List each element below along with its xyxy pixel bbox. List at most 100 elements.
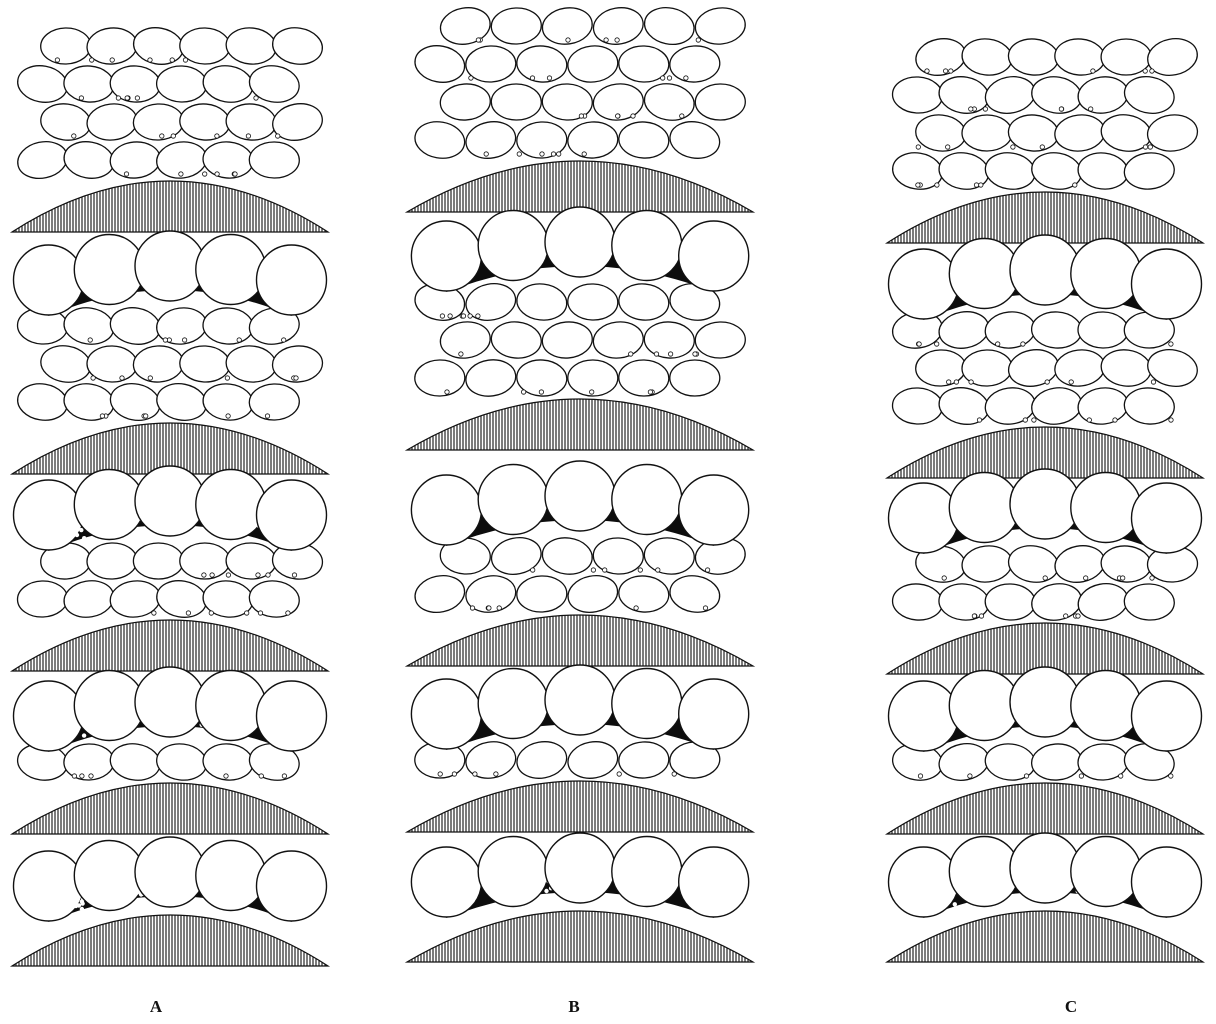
oval-particle <box>39 101 93 143</box>
oval-particle <box>107 304 162 348</box>
substrate <box>12 181 328 232</box>
pore-bubble <box>983 107 987 111</box>
substrate <box>407 781 753 832</box>
oval-particle <box>936 308 992 352</box>
pore-bubble <box>254 96 258 100</box>
round-particle <box>74 235 144 305</box>
pore-bubble <box>947 380 951 384</box>
oval-particle <box>670 360 720 396</box>
pore-bubble <box>80 774 84 778</box>
pore-bubble <box>163 338 167 342</box>
pore-bubble <box>215 134 219 138</box>
column-label-c: C <box>1051 998 1091 1015</box>
substrate <box>12 620 328 671</box>
pore-bubble <box>968 774 972 778</box>
pore-bubble <box>144 414 148 418</box>
oval-particle <box>109 140 162 180</box>
round-particle <box>1132 681 1202 751</box>
oval-particle <box>618 741 670 780</box>
oval-particle <box>156 65 207 103</box>
pore-bubble <box>124 172 128 176</box>
round-particle <box>545 665 615 735</box>
oval-particle <box>107 379 163 424</box>
pore-bubble <box>617 772 621 776</box>
oval-particle <box>567 283 618 321</box>
pore-bubble <box>1045 380 1049 384</box>
oval-particle <box>565 571 621 616</box>
panel-a-1 <box>12 24 328 232</box>
void-dot <box>82 733 86 737</box>
oval-particle <box>249 383 300 421</box>
round-particle <box>135 466 205 536</box>
oval-particle <box>490 320 543 361</box>
round-particle <box>74 470 144 540</box>
round-particle <box>1071 671 1141 741</box>
void-dot <box>673 878 677 882</box>
oval-particle <box>1006 542 1061 586</box>
pore-bubble <box>448 314 452 318</box>
pore-bubble <box>1064 614 1068 618</box>
oval-particle <box>154 380 210 425</box>
oval-particle <box>1123 151 1176 192</box>
oval-particle <box>61 138 117 182</box>
pore-bubble <box>116 96 120 100</box>
round-particle <box>1010 833 1080 903</box>
pore-bubble <box>461 314 465 318</box>
oval-particle <box>643 535 696 576</box>
panel-b-1 <box>407 3 753 212</box>
pore-bubble <box>225 376 229 380</box>
oval-particle <box>1123 583 1175 621</box>
pore-bubble <box>256 573 260 577</box>
oval-particle <box>179 345 231 383</box>
oval-particle <box>617 282 670 323</box>
void-dot <box>470 891 474 895</box>
pore-bubble <box>946 145 950 149</box>
pore-bubble <box>604 38 608 42</box>
pore-bubble <box>705 568 709 572</box>
pore-bubble <box>949 69 953 73</box>
oval-particle <box>463 738 518 781</box>
round-particle <box>411 475 481 545</box>
pore-bubble <box>530 76 534 80</box>
pore-bubble <box>179 172 183 176</box>
pore-bubble <box>1121 576 1125 580</box>
panel-a-4 <box>12 667 328 834</box>
pore-bubble <box>88 338 92 342</box>
round-particle <box>1010 667 1080 737</box>
pore-bubble <box>237 338 241 342</box>
pore-bubble <box>703 606 707 610</box>
oval-particle <box>891 582 944 622</box>
oval-particle <box>438 319 492 361</box>
pore-bubble <box>539 390 543 394</box>
pore-bubble <box>1148 145 1152 149</box>
oval-particle <box>667 118 723 162</box>
pore-bubble <box>72 774 76 778</box>
round-particle <box>949 473 1019 543</box>
pore-bubble <box>954 380 958 384</box>
oval-particle <box>591 319 645 360</box>
pore-bubble <box>684 76 688 80</box>
pore-bubble <box>979 614 983 618</box>
round-particle <box>949 239 1019 309</box>
oval-particle <box>618 120 670 159</box>
pore-bubble <box>1076 614 1080 618</box>
oval-particle <box>1053 347 1107 388</box>
pore-bubble <box>615 38 619 42</box>
oval-particle <box>982 72 1038 117</box>
pore-bubble <box>135 96 139 100</box>
void-dot <box>82 536 86 540</box>
oval-particle <box>1076 74 1130 116</box>
pore-bubble <box>246 134 250 138</box>
pore-bubble <box>468 314 472 318</box>
oval-particle <box>565 738 621 782</box>
round-particle <box>478 837 548 907</box>
round-particle <box>1132 249 1202 319</box>
pore-bubble <box>634 606 638 610</box>
oval-particle <box>695 84 746 121</box>
pore-bubble <box>258 611 262 615</box>
oval-particle <box>669 44 721 83</box>
pore-bubble <box>1043 576 1047 580</box>
oval-particle <box>1100 544 1153 584</box>
pore-bubble <box>680 114 684 118</box>
